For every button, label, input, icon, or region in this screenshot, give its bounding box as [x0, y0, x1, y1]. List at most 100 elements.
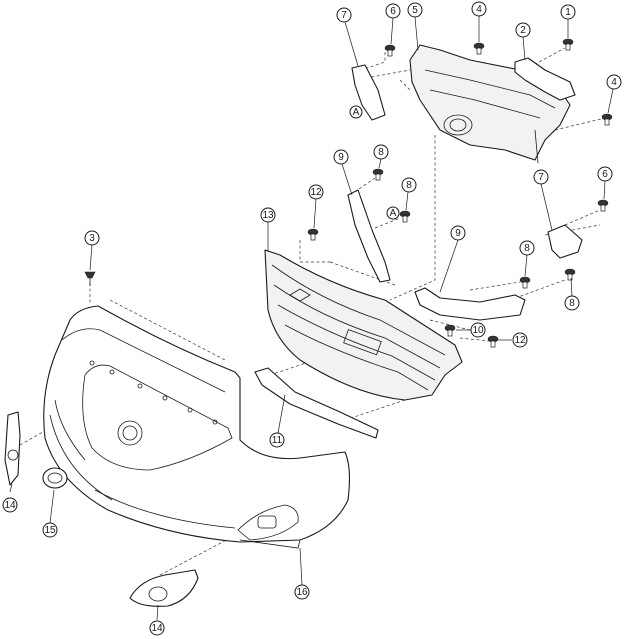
- callout-c15: 15: [42, 522, 58, 538]
- callout-c9a: 9: [333, 149, 349, 165]
- reference-label: A: [353, 107, 360, 118]
- leader-lines: [9, 15, 614, 621]
- bolt-4a: [473, 42, 485, 55]
- callout-label: 14: [151, 623, 163, 634]
- fog-bracket-side: [4, 411, 21, 486]
- callout-label: 9: [455, 228, 461, 239]
- callout-circle: [519, 240, 535, 256]
- callout-circle: [269, 432, 285, 448]
- reference-mark-ra: A: [349, 105, 363, 119]
- callout-circle: [450, 225, 466, 241]
- bolt-12b: [487, 335, 499, 348]
- radiator-grille: [264, 249, 463, 401]
- callout-label: 10: [472, 325, 484, 336]
- callout-label: 8: [569, 298, 575, 309]
- callout-c14a: 14: [2, 497, 18, 513]
- callout-c8d: 8: [564, 295, 580, 311]
- callout-label: 11: [272, 435, 283, 446]
- bracket-9-left: [347, 189, 391, 283]
- callout-c6b: 6: [597, 166, 613, 182]
- emblem: [42, 467, 68, 489]
- callout-circle: [308, 184, 324, 200]
- callout-c8a: 8: [373, 144, 389, 160]
- bracket-9-right: [414, 287, 526, 321]
- fog-lamp-cover: [129, 569, 199, 607]
- bolt-8c: [519, 276, 531, 289]
- reference-circle: [349, 105, 363, 119]
- callout-c6a: 6: [385, 3, 401, 19]
- callout-label: 12: [310, 187, 322, 198]
- callout-c9b: 9: [450, 225, 466, 241]
- callout-circle: [564, 295, 580, 311]
- callout-label: 7: [341, 10, 347, 21]
- callout-label: 8: [524, 243, 530, 254]
- reference-mark-rb: A: [386, 206, 400, 220]
- side-bracket-left: [351, 64, 386, 121]
- callout-label: 13: [262, 210, 274, 221]
- callout-circle: [515, 22, 531, 38]
- callout-c16: 16: [294, 584, 310, 600]
- callout-label: 9: [338, 152, 344, 163]
- callout-c11: 11: [269, 432, 285, 448]
- callout-c5: 5: [407, 2, 423, 18]
- callout-circle: [597, 166, 613, 182]
- callout-circle: [606, 74, 622, 90]
- callout-circle: [533, 169, 549, 185]
- bolt-10: [444, 324, 456, 337]
- callout-label: 2: [520, 25, 526, 36]
- callout-circle: [407, 2, 423, 18]
- callout-circle: [471, 1, 487, 17]
- side-bracket-right: [547, 224, 583, 259]
- callout-circle: [373, 144, 389, 160]
- callout-circle: [470, 322, 486, 338]
- upper-bracket: [514, 57, 576, 101]
- callout-circle: [2, 497, 18, 513]
- callout-c10: 10: [470, 322, 486, 338]
- callout-c3: 3: [84, 230, 100, 246]
- callout-label: 1: [565, 7, 571, 18]
- grille-mount: [409, 44, 571, 164]
- callout-label: 6: [602, 169, 608, 180]
- callout-c12a: 12: [308, 184, 324, 200]
- callout-c4a: 4: [471, 1, 487, 17]
- callout-c4b: 4: [606, 74, 622, 90]
- callout-c7a: 7: [336, 7, 352, 23]
- bolt-12a: [307, 228, 319, 241]
- callout-circle: [333, 149, 349, 165]
- lower-strip: [254, 367, 379, 439]
- front-bumper: [43, 305, 351, 549]
- reference-label: A: [390, 208, 397, 219]
- callout-circle: [512, 332, 528, 348]
- callout-circle: [260, 207, 276, 223]
- callout-label: 8: [406, 180, 412, 191]
- callout-circle: [560, 4, 576, 20]
- callout-circle: [84, 230, 100, 246]
- callout-label: 16: [296, 587, 308, 598]
- bolt-1: [562, 38, 574, 51]
- callout-c8c: 8: [519, 240, 535, 256]
- callout-label: 14: [4, 500, 16, 511]
- callout-c12b: 12: [512, 332, 528, 348]
- callout-c2: 2: [515, 22, 531, 38]
- callout-circle: [401, 177, 417, 193]
- reference-circle: [386, 206, 400, 220]
- callout-circle: [336, 7, 352, 23]
- callout-circle: [385, 3, 401, 19]
- callout-label: 4: [611, 77, 617, 88]
- bolt-4b: [601, 113, 613, 126]
- bolt-8b: [399, 210, 411, 223]
- callout-label: 4: [476, 4, 482, 15]
- callout-c13: 13: [260, 207, 276, 223]
- callout-c1: 1: [560, 4, 576, 20]
- callout-label: 15: [44, 525, 56, 536]
- callout-label: 7: [538, 172, 544, 183]
- callout-label: 12: [514, 335, 526, 346]
- callout-circle: [42, 522, 58, 538]
- callout-label: 8: [378, 147, 384, 158]
- bolt-6a: [384, 44, 396, 57]
- screw-3: [84, 271, 96, 286]
- callout-c14b: 14: [149, 620, 165, 636]
- callout-c8b: 8: [401, 177, 417, 193]
